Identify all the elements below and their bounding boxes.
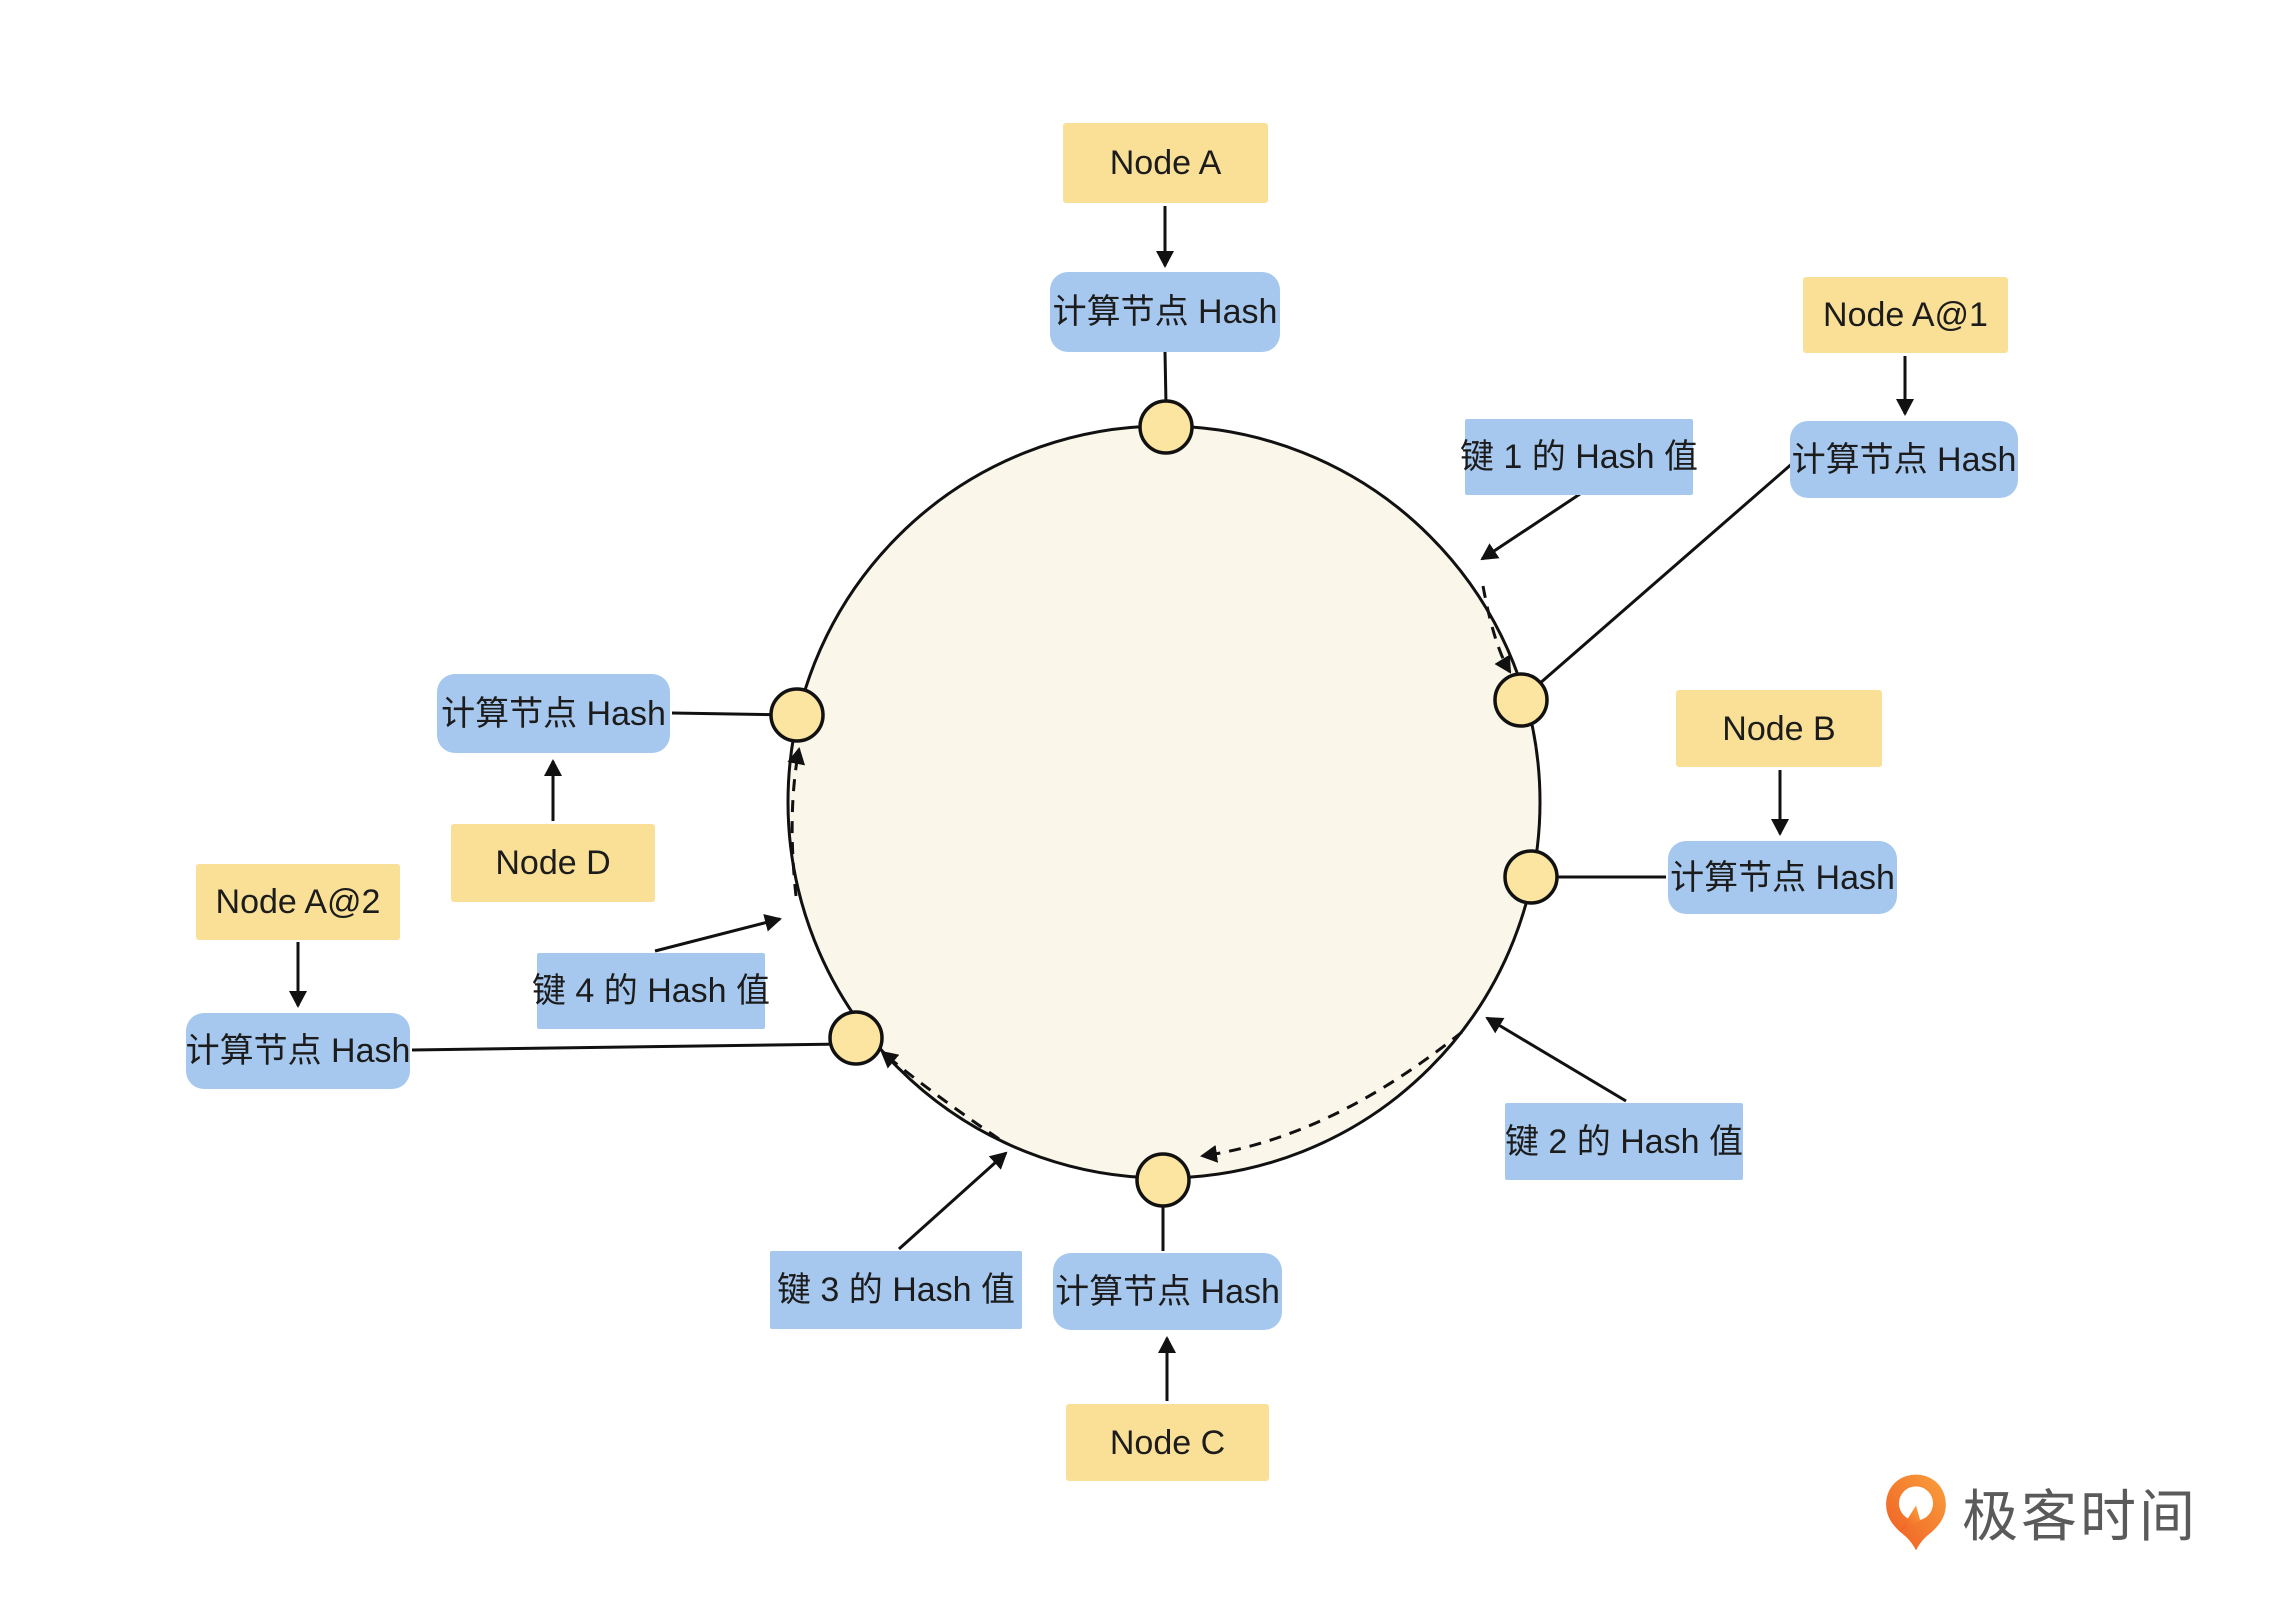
ring-node-b (1503, 849, 1559, 905)
node-a2-box: Node A@2 (196, 864, 400, 940)
node-a1-box: Node A@1 (1803, 277, 2008, 353)
hash-box-node-b: 计算节点 Hash (1668, 841, 1897, 914)
geektime-logo: 极客时间 (1884, 1472, 2198, 1553)
key4-hash-box: 键 4 的 Hash 值 (532, 953, 770, 1029)
hash-box-node-c: 计算节点 Hash (1053, 1253, 1282, 1330)
ring-node-d (769, 687, 825, 743)
arrow-key3-to-ring (897, 1151, 1008, 1251)
hash-box-node-a: 计算节点 Hash (1050, 272, 1280, 352)
connector-hash-a1-to-ring (1522, 460, 1795, 700)
key1-hash-box: 键 1 的 Hash 值 (1460, 419, 1698, 495)
dashed-arrow-key2-to-node (1200, 1030, 1463, 1163)
arrow-key4-to-ring (654, 914, 782, 953)
ring-node-a (1138, 399, 1194, 455)
arrow-key2-to-ring (1485, 1016, 1627, 1103)
ring-node-a1 (1493, 672, 1549, 728)
node-d-box: Node D (451, 824, 655, 902)
hash-ring-circle (786, 424, 1542, 1180)
geektime-logo-text: 极客时间 (1962, 1485, 2198, 1548)
connector-hash-a2-to-ring (411, 1042, 847, 1052)
ring-node-c (1135, 1152, 1191, 1208)
geektime-logo-icon (1886, 1474, 1946, 1550)
key3-hash-box: 键 3 的 Hash 值 (770, 1251, 1022, 1329)
key2-hash-box: 键 2 的 Hash 值 (1505, 1103, 1743, 1180)
dashed-arrow-key3-to-node (880, 1050, 1000, 1141)
hash-box-node-a2: 计算节点 Hash (186, 1013, 410, 1089)
node-c-box: Node C (1066, 1404, 1269, 1481)
connector-hash-a-to-ring (1163, 351, 1168, 405)
hash-box-node-a1: 计算节点 Hash (1790, 421, 2018, 498)
node-b-box: Node B (1676, 690, 1882, 767)
dashed-arrow-key4-to-node (787, 747, 806, 897)
node-a-box: Node A (1063, 123, 1268, 203)
ring-node-a2 (828, 1010, 884, 1066)
hash-box-node-d: 计算节点 Hash (437, 674, 670, 753)
arrow-key1-to-ring (1480, 492, 1581, 561)
dashed-arrow-key1-to-node (1481, 585, 1512, 674)
